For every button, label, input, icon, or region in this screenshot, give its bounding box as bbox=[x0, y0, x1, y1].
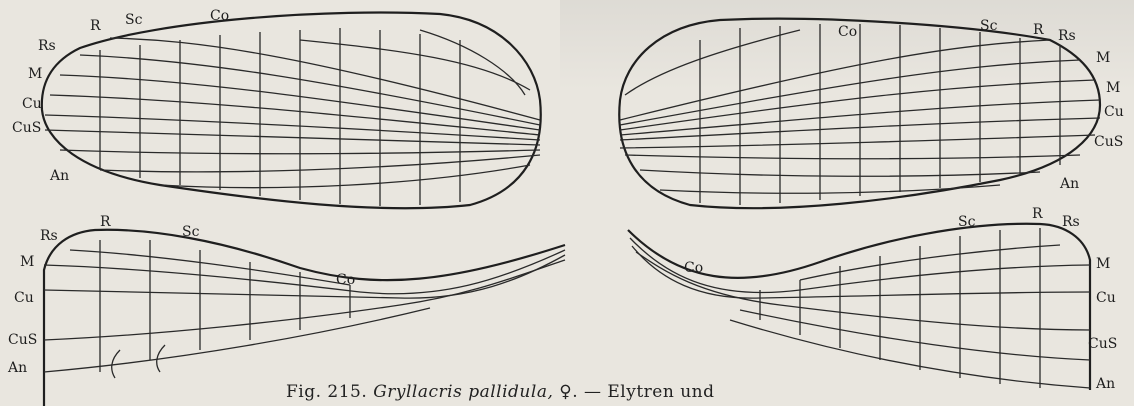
label-Cu: Cu bbox=[22, 96, 42, 112]
label-CuS: CuS bbox=[12, 120, 41, 136]
caption-species: Gryllacris pallidula, bbox=[373, 382, 553, 402]
label-M2: M bbox=[1106, 80, 1120, 96]
vein bbox=[100, 240, 350, 378]
labels-top-right: Co Sc R Rs M M Cu CuS An bbox=[838, 18, 1124, 192]
label-CuS: CuS bbox=[8, 332, 37, 348]
labels-top-left: R Sc Co Rs M Cu CuS An bbox=[12, 8, 229, 184]
vein bbox=[100, 28, 460, 206]
vein bbox=[620, 40, 1050, 120]
label-R: R bbox=[90, 18, 101, 34]
labels-bottom-right: Sc R Rs Co M Cu CuS An bbox=[684, 206, 1117, 392]
label-R: R bbox=[1033, 22, 1044, 38]
vein bbox=[660, 185, 1000, 193]
label-Co: Co bbox=[684, 260, 703, 276]
label-An: An bbox=[1095, 376, 1115, 392]
hindwing-left bbox=[44, 230, 565, 406]
caption-suffix: ♀. — Elytren und bbox=[553, 382, 714, 402]
label-M: M bbox=[1096, 50, 1110, 66]
label-Rs: Rs bbox=[40, 228, 58, 244]
vein bbox=[45, 130, 540, 145]
label-Cu: Cu bbox=[1104, 104, 1124, 120]
label-M: M bbox=[20, 254, 34, 270]
vein bbox=[636, 252, 1090, 330]
label-Sc: Sc bbox=[958, 214, 976, 230]
vein bbox=[70, 250, 350, 285]
elytron-left bbox=[42, 12, 541, 208]
label-M: M bbox=[28, 66, 42, 82]
vein bbox=[620, 135, 1095, 148]
label-Sc: Sc bbox=[980, 18, 998, 34]
vein bbox=[625, 30, 800, 95]
label-Rs: Rs bbox=[38, 38, 56, 54]
label-Cu: Cu bbox=[14, 290, 34, 306]
vein bbox=[44, 260, 565, 340]
label-CuS: CuS bbox=[1088, 336, 1117, 352]
label-An: An bbox=[7, 360, 27, 376]
label-An: An bbox=[1059, 176, 1079, 192]
hindwing-right bbox=[628, 224, 1090, 390]
hindwing-right-outline bbox=[628, 224, 1090, 390]
vein bbox=[44, 250, 565, 294]
label-Sc: Sc bbox=[125, 12, 143, 28]
elytron-right bbox=[619, 19, 1100, 208]
label-Co: Co bbox=[210, 8, 229, 24]
vein bbox=[620, 80, 1095, 130]
label-M: M bbox=[1096, 256, 1110, 272]
vein bbox=[420, 30, 525, 95]
vein bbox=[730, 320, 1090, 388]
vein bbox=[625, 155, 1080, 159]
label-Rs: Rs bbox=[1058, 28, 1076, 44]
figure-caption: Fig. 215. Gryllacris pallidula, ♀. — Ely… bbox=[286, 382, 715, 402]
vein bbox=[44, 255, 565, 298]
label-Co: Co bbox=[336, 272, 355, 288]
vein bbox=[100, 155, 540, 172]
caption-prefix: Fig. 215. bbox=[286, 382, 373, 402]
label-Co: Co bbox=[838, 24, 857, 40]
label-An: An bbox=[49, 168, 69, 184]
label-CuS: CuS bbox=[1094, 134, 1123, 150]
vein bbox=[44, 308, 430, 372]
label-Cu: Cu bbox=[1096, 290, 1116, 306]
label-Sc: Sc bbox=[182, 224, 200, 240]
label-R: R bbox=[1032, 206, 1043, 222]
labels-bottom-left: Rs R Sc M Co Cu CuS An bbox=[7, 214, 355, 376]
vein bbox=[110, 38, 540, 120]
label-R: R bbox=[100, 214, 111, 230]
label-Rs: Rs bbox=[1062, 214, 1080, 230]
vein bbox=[740, 310, 1090, 360]
